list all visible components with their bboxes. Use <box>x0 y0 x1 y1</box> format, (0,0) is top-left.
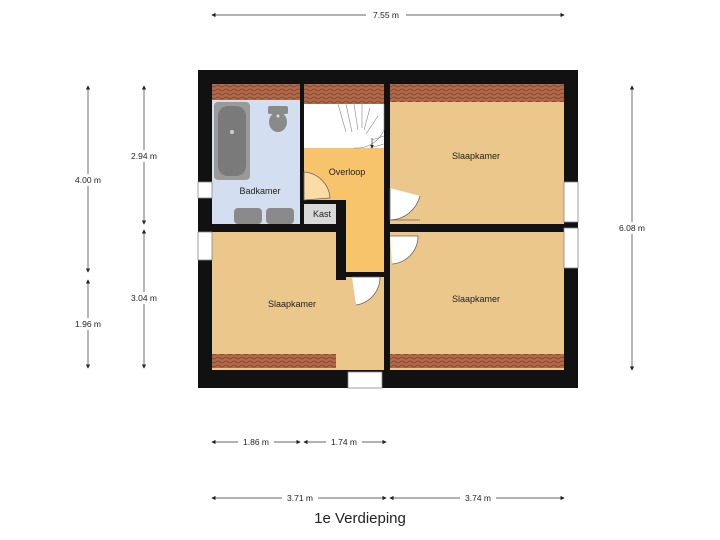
room-slaapkamer-sw <box>212 232 336 370</box>
roof-slope <box>304 84 384 104</box>
room-kast <box>304 204 340 224</box>
wall <box>384 84 390 184</box>
roof-slope <box>212 84 300 100</box>
wall <box>212 224 304 232</box>
wall <box>384 226 390 236</box>
label-slaapkamer-sw: Slaapkamer <box>268 299 316 309</box>
stairs <box>337 103 385 149</box>
room-slaapkamer-ne <box>390 84 564 224</box>
label-badkamer: Badkamer <box>239 186 280 196</box>
window <box>197 231 213 261</box>
window <box>347 371 383 389</box>
roof-slope <box>390 84 564 102</box>
wall <box>384 282 390 370</box>
sink-icon <box>234 208 294 224</box>
dim-bottom-c: 3.71 m <box>287 493 313 503</box>
wall <box>346 272 384 277</box>
toilet-icon <box>268 106 288 132</box>
dim-left-lower: 1.96 m <box>75 319 101 329</box>
label-kast: Kast <box>313 209 332 219</box>
roof-slope <box>212 354 336 368</box>
wall <box>336 200 346 280</box>
wall <box>304 200 340 204</box>
dim-right-total: 6.08 m <box>619 223 645 233</box>
dim-bottom-b: 1.74 m <box>331 437 357 447</box>
door-slaapkamer-sw <box>352 276 381 306</box>
door-slaapkamer-se <box>390 235 419 265</box>
window <box>563 181 579 223</box>
door-badkamer <box>303 171 331 201</box>
dim-top-width: 7.55 m <box>373 10 399 20</box>
label-slaapkamer-ne: Slaapkamer <box>452 151 500 161</box>
room-overloop-corridor <box>346 200 384 272</box>
door-slaapkamer-ne <box>389 188 421 221</box>
roof-slope <box>390 354 564 368</box>
bathtub-icon <box>214 102 250 180</box>
dim-left-total: 4.00 m <box>75 175 101 185</box>
window <box>563 227 579 269</box>
dim-inner-lower: 3.04 m <box>131 293 157 303</box>
window <box>197 181 213 199</box>
dim-bottom-a: 1.86 m <box>243 437 269 447</box>
wall <box>300 84 304 230</box>
label-slaapkamer-se: Slaapkamer <box>452 294 500 304</box>
dim-inner-upper: 2.94 m <box>131 151 157 161</box>
wall <box>390 224 564 232</box>
dim-bottom-d: 3.74 m <box>465 493 491 503</box>
label-overloop: Overloop <box>329 167 366 177</box>
room-slaapkamer-se <box>390 232 564 370</box>
floor-title: 1e Verdieping <box>314 510 406 527</box>
